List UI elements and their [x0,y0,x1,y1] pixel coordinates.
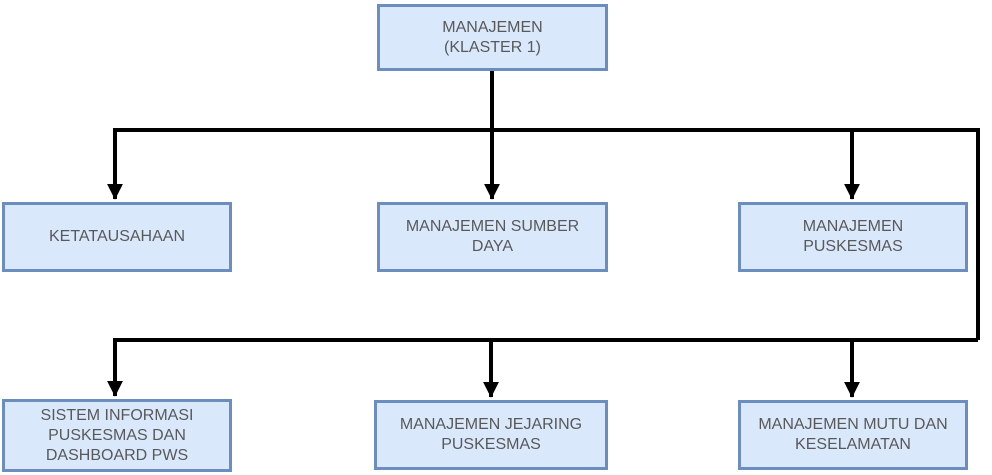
node-label: KETATAUSAHAAN [48,228,186,245]
node-sistem-informasi-puskesmas[interactable]: SISTEM INFORMASI PUSKESMAS DAN DASHBOARD… [2,399,232,472]
node-label: MANAJEMEN SUMBER DAYA [405,218,580,255]
node-manajemen-puskesmas[interactable]: MANAJEMEN PUSKESMAS [738,202,968,272]
node-label: MANAJEMEN JEJARING PUSKESMAS [399,416,583,453]
node-manajemen-klaster-1[interactable]: MANAJEMEN (KLASTER 1) [377,4,608,71]
node-manajemen-sumber-daya[interactable]: MANAJEMEN SUMBER DAYA [377,202,608,272]
node-label: MANAJEMEN (KLASTER 1) [442,18,543,56]
node-manajemen-jejaring-puskesmas[interactable]: MANAJEMEN JEJARING PUSKESMAS [374,400,608,470]
node-manajemen-mutu-keselamatan[interactable]: MANAJEMEN MUTU DAN KESELAMATAN [738,400,968,470]
node-ketatausahaan[interactable]: KETATAUSAHAAN [2,202,232,272]
node-label: SISTEM INFORMASI PUSKESMAS DAN DASHBOARD… [40,406,194,464]
node-label: MANAJEMEN MUTU DAN KESELAMATAN [758,416,948,453]
node-label: MANAJEMEN PUSKESMAS [802,218,904,255]
